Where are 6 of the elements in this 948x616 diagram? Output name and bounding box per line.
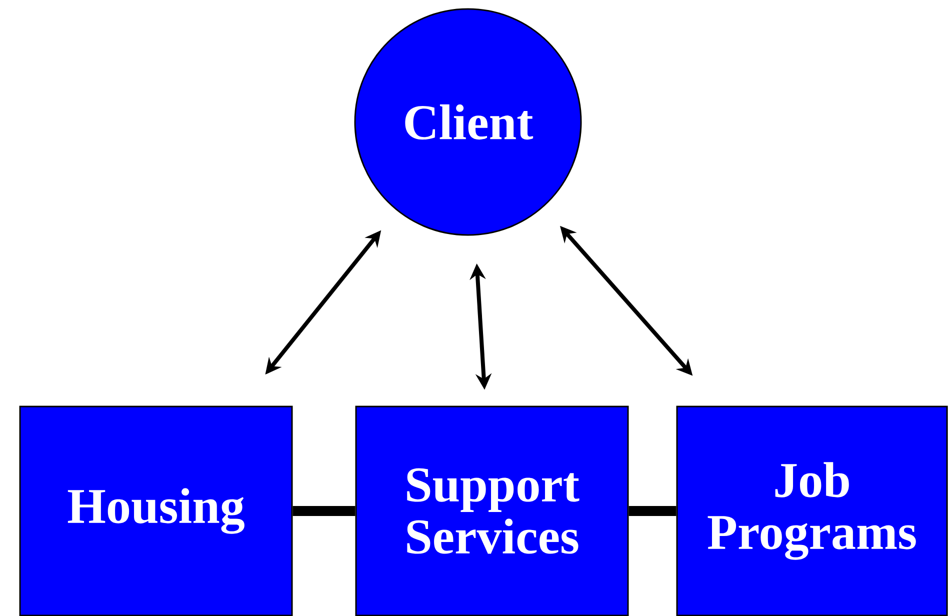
circle-node: Client	[354, 8, 582, 236]
process-box: Housing	[19, 406, 293, 616]
connector-line	[292, 506, 356, 516]
process-box: Job Programs	[676, 406, 948, 616]
process-box: Support Services	[355, 406, 629, 616]
connector-line	[628, 506, 676, 516]
